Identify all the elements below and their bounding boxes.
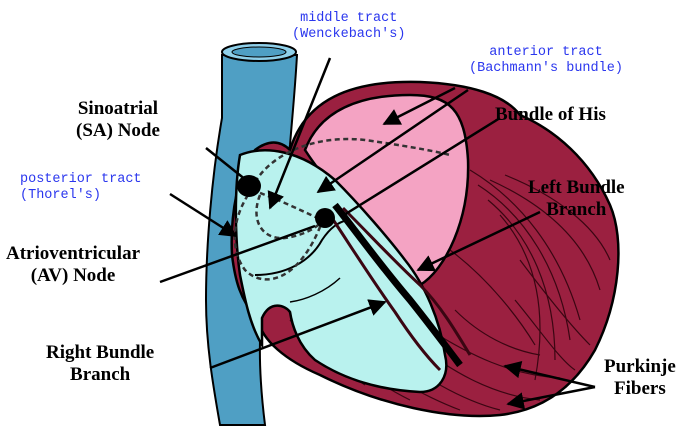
label-av-node-line2: (AV) Node [6,265,140,287]
label-av-node: Atrioventricular (AV) Node [6,243,140,287]
label-right-bundle-branch-line2: Branch [46,364,154,386]
label-bundle-of-his-line1: Bundle of His [495,104,606,126]
label-anterior-tract-line1: anterior tract [469,45,623,61]
label-anterior-tract-line2: (Bachmann's bundle) [469,61,623,77]
label-sa-node-line2: (SA) Node [76,120,160,142]
label-left-bundle-branch-line2: Branch [528,199,625,221]
label-middle-tract-line2: (Wenckebach's) [292,27,405,43]
label-purkinje-fibers-line1: Purkinje [604,356,676,378]
label-sa-node-line1: Sinoatrial [76,98,160,120]
label-av-node-line1: Atrioventricular [6,243,140,265]
label-posterior-tract: posterior tract (Thorel's) [20,172,142,203]
label-left-bundle-branch: Left Bundle Branch [528,177,625,221]
label-middle-tract: middle tract (Wenckebach's) [292,11,405,42]
label-purkinje-fibers: Purkinje Fibers [604,356,676,400]
av-node [315,208,335,228]
label-right-bundle-branch: Right Bundle Branch [46,342,154,386]
label-sa-node: Sinoatrial (SA) Node [76,98,160,142]
label-right-bundle-branch-line1: Right Bundle [46,342,154,364]
label-posterior-tract-line1: posterior tract [20,172,142,188]
label-posterior-tract-line2: (Thorel's) [20,188,142,204]
label-purkinje-fibers-line2: Fibers [604,378,676,400]
sa-node [237,175,261,197]
label-left-bundle-branch-line1: Left Bundle [528,177,625,199]
label-anterior-tract: anterior tract (Bachmann's bundle) [469,45,623,76]
label-bundle-of-his: Bundle of His [495,104,606,126]
label-middle-tract-line1: middle tract [292,11,405,27]
